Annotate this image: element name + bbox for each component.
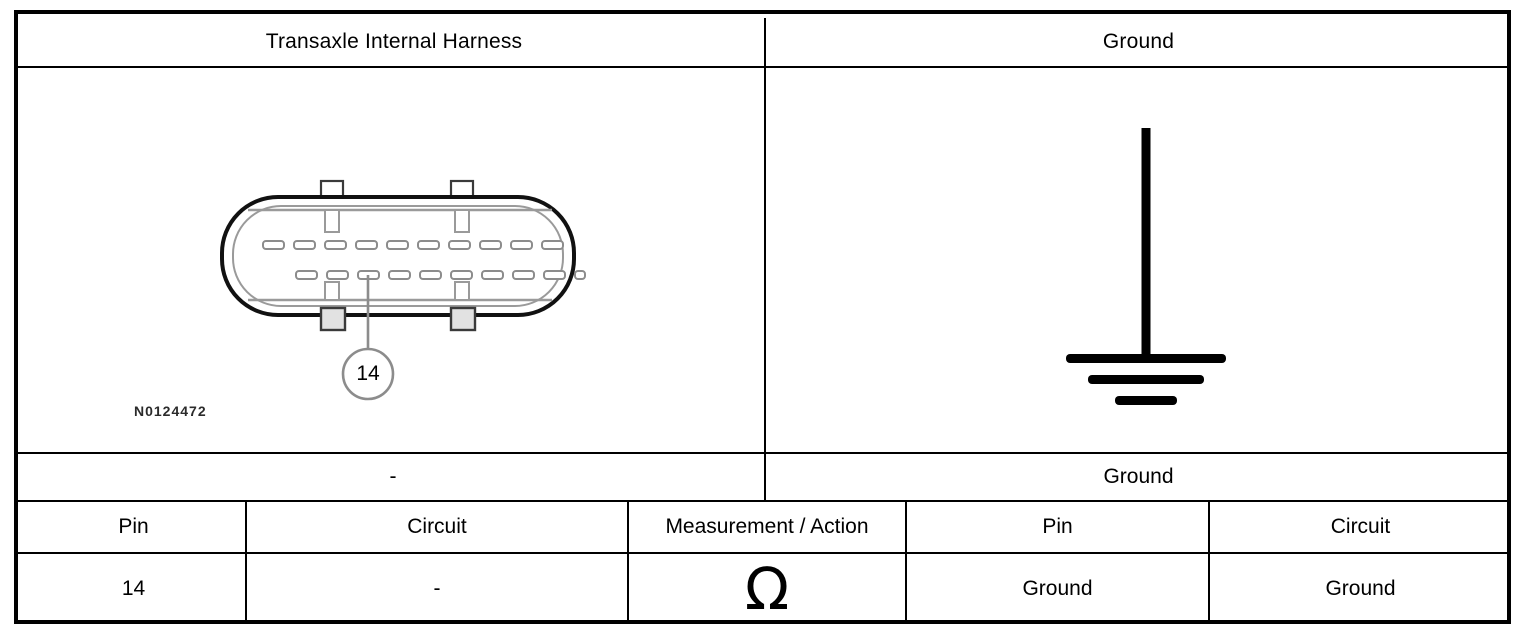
header-cell-left: Transaxle Internal Harness: [22, 18, 766, 66]
diagram-frame: Transaxle Internal Harness Ground: [14, 10, 1511, 624]
table-header-circuit-right-text: Circuit: [1330, 515, 1391, 538]
cell-circuit-right: Ground: [1325, 577, 1396, 600]
header-cell-right: Ground: [766, 18, 1511, 66]
rule-vertical-center-upper: [764, 18, 766, 500]
rule-table-header-bottom: [18, 552, 1507, 554]
rule-sublabel-bottom: [18, 500, 1507, 502]
header-left-label: Transaxle Internal Harness: [265, 30, 523, 53]
connector-key-slots: [324, 209, 470, 301]
ohms-resistance-icon: Ω: [744, 555, 790, 623]
rule-col-4: [1208, 502, 1210, 624]
cell-circuit-left: -: [433, 577, 441, 600]
pin-callout-number: 14: [356, 362, 380, 385]
rule-col-1: [245, 502, 247, 624]
table-header-circuit-left-text: Circuit: [407, 515, 467, 538]
illustration-right-panel: [766, 70, 1511, 452]
cell-circuit-right-wrap: Ground: [1210, 554, 1511, 624]
table-header-pin-left: Pin: [22, 502, 245, 552]
table-header-measurement-text: Measurement / Action: [665, 515, 869, 538]
table-row: 14: [22, 554, 245, 624]
table-header-pin-right: Pin: [907, 502, 1208, 552]
pin-row-top: [262, 240, 564, 250]
ground-symbol-svg: [1066, 128, 1226, 405]
table-header-measurement: Measurement / Action: [629, 502, 905, 552]
sub-label-left: -: [22, 454, 764, 500]
sub-label-left-text: -: [389, 465, 397, 488]
rule-col-2: [627, 502, 629, 624]
cell-pin-right-wrap: Ground: [907, 554, 1208, 624]
cell-pin-right: Ground: [1022, 577, 1093, 600]
cell-measurement-wrap: Ω: [629, 554, 905, 624]
rule-header-bottom: [18, 66, 1507, 68]
rule-illustration-bottom: [18, 452, 1507, 454]
pin-row-bottom: [295, 270, 586, 280]
pin-callout-bubble: [341, 347, 395, 401]
rule-col-3: [905, 502, 907, 624]
cell-pin-left: 14: [121, 577, 146, 600]
header-right-label: Ground: [1102, 30, 1175, 53]
connector-bottom-tabs: [319, 306, 477, 332]
connector-illustration: 14: [208, 175, 588, 401]
table-header-circuit-right: Circuit: [1210, 502, 1511, 552]
cell-circuit-left-wrap: -: [247, 554, 627, 624]
connector-part-number: N0124472: [134, 403, 207, 419]
table-header-pin-right-text: Pin: [1042, 515, 1073, 538]
table-header-pin-left-text: Pin: [118, 515, 149, 538]
table-header-circuit-left: Circuit: [247, 502, 627, 552]
connector-svg: [220, 179, 586, 350]
sub-label-right-text: Ground: [1103, 465, 1174, 488]
sub-label-right: Ground: [766, 454, 1511, 500]
connector-inner-shell: [232, 205, 564, 307]
ground-symbol-wrap: [766, 70, 1511, 452]
illustration-left-panel: 14 N0124472: [22, 70, 766, 452]
